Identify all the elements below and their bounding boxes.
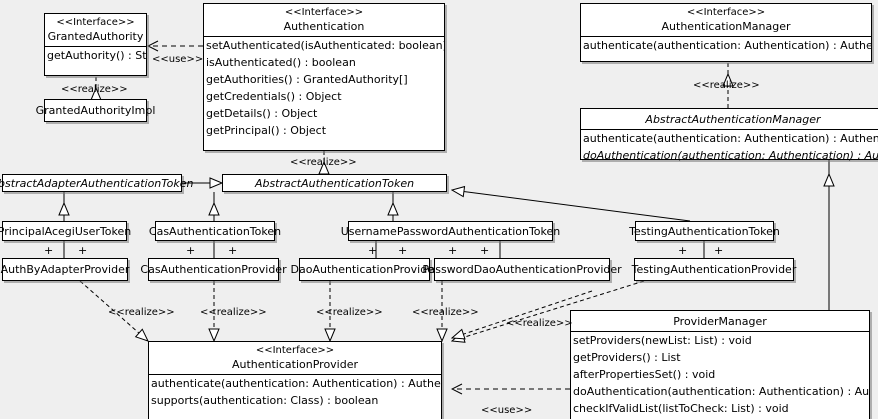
- association-plus-marker: +: [78, 244, 88, 257]
- class-name: AuthByAdapterProvider: [0, 263, 130, 276]
- operation-item: afterPropertiesSet() : void: [573, 368, 716, 381]
- class-box-abstract-adapter-authentication-token[interactable]: AbstractAdapterAuthenticationToken: [0, 174, 193, 192]
- association-plus-marker: +: [448, 244, 458, 257]
- edge-label-realize-grantedauthorityimpl: <<realize>>: [61, 84, 128, 95]
- compartment-divider: [204, 36, 444, 37]
- stereotype-label: <<Interface>>: [284, 7, 364, 18]
- edge-label-realize-testingauthenticationprovider: <<realize>>: [506, 318, 573, 329]
- edge-label-realize-abstractauthenticationmanager: <<realize>>: [693, 80, 760, 91]
- operations-compartment: getAuthority() : String: [45, 47, 146, 64]
- operation-item: setAuthenticated(isAuthenticated: boolea…: [206, 39, 444, 52]
- class-header: <<Interface>> AuthenticationProvider: [149, 342, 441, 374]
- stereotype-label: <<Interface>>: [56, 17, 135, 28]
- compartment-divider: [581, 129, 878, 130]
- class-box-abstract-authentication-manager[interactable]: AbstractAuthenticationManager authentica…: [580, 108, 878, 162]
- edge-label-realize-passworddaoauthenticationprovider: <<realize>>: [412, 307, 479, 318]
- operation-item: getPrincipal() : Object: [206, 124, 327, 137]
- operation-item: supports(authentication: Class) : boolea…: [151, 394, 379, 407]
- operations-compartment: authenticate(authentication: Authenticat…: [149, 375, 441, 409]
- class-name: TestingAuthenticationToken: [629, 224, 780, 238]
- edge-label-realize-abstracttoken-authentication: <<realize>>: [290, 157, 357, 168]
- class-box-authentication[interactable]: <<Interface>> Authentication setAuthenti…: [203, 3, 445, 151]
- class-name: CasAuthenticationToken: [148, 224, 282, 238]
- association-plus-marker: +: [368, 244, 378, 257]
- class-name: GrantedAuthorityImpl: [35, 104, 156, 117]
- operation-item: setProviders(newList: List) : void: [573, 334, 752, 347]
- association-plus-marker: +: [480, 244, 490, 257]
- class-box-authentication-manager[interactable]: <<Interface>> AuthenticationManager auth…: [580, 3, 872, 62]
- stereotype-label: <<Interface>>: [255, 345, 335, 356]
- operation-item: authenticate(authentication: Authenticat…: [583, 132, 878, 145]
- operation-item: doAuthentication(authentication: Authent…: [573, 385, 869, 398]
- association-plus-marker: +: [714, 244, 724, 257]
- association-plus-marker: +: [228, 244, 238, 257]
- operation-item: authenticate(authentication: Authenticat…: [151, 377, 441, 390]
- association-plus-marker: +: [44, 244, 54, 257]
- class-name: PasswordDaoAuthenticationProvider: [422, 263, 622, 276]
- class-name: AuthenticationManager: [661, 20, 791, 33]
- operations-compartment: authenticate(authentication: Authenticat…: [581, 37, 871, 54]
- class-name: DaoAuthenticationProvider: [290, 263, 439, 276]
- class-header: <<Interface>> AuthenticationManager: [581, 4, 871, 36]
- class-name: TestingAuthenticationProvider: [631, 263, 797, 276]
- compartment-divider: [149, 374, 441, 375]
- class-name: AbstractAuthenticationManager: [645, 113, 821, 126]
- class-name: GrantedAuthority: [47, 30, 144, 43]
- association-plus-marker: +: [678, 244, 688, 257]
- class-name: AbstractAuthenticationToken: [254, 176, 415, 190]
- class-header: <<Interface>> Authentication: [204, 4, 444, 36]
- operation-item: isAuthenticated() : boolean: [206, 56, 356, 69]
- association-plus-marker: +: [398, 244, 408, 257]
- class-name: CasAuthenticationProvider: [140, 263, 287, 276]
- class-name: AbstractAdapterAuthenticationToken: [0, 176, 194, 190]
- class-header: <<Interface>> GrantedAuthority: [45, 14, 146, 46]
- operation-item: getAuthority() : String: [47, 49, 146, 62]
- class-box-granted-authority-impl[interactable]: GrantedAuthorityImpl: [36, 99, 155, 122]
- operation-item: authenticate(authentication: Authenticat…: [583, 39, 871, 52]
- edge-label-realize-daoauthenticationprovider: <<realize>>: [316, 307, 383, 318]
- class-box-granted-authority[interactable]: <<Interface>> GrantedAuthority getAuthor…: [44, 13, 147, 76]
- class-box-cas-authentication-provider[interactable]: CasAuthenticationProvider: [140, 258, 287, 281]
- operations-compartment: setProviders(newList: List) : void getPr…: [571, 332, 869, 417]
- class-box-dao-authentication-provider[interactable]: DaoAuthenticationProvider: [291, 258, 439, 281]
- stereotype-label: <<Interface>>: [686, 7, 766, 18]
- operation-item: getProviders() : List: [573, 351, 681, 364]
- class-box-auth-by-adapter-provider[interactable]: AuthByAdapterProvider: [1, 258, 129, 281]
- class-header: ProviderManager: [571, 311, 869, 331]
- edge-label-realize-casauthenticationprovider: <<realize>>: [200, 307, 267, 318]
- operation-item: getCredentials() : Object: [206, 90, 342, 103]
- class-header: AbstractAuthenticationManager: [581, 109, 878, 129]
- edge-generalize-testingauthenticationtoken: [452, 190, 691, 222]
- class-box-abstract-authentication-token[interactable]: AbstractAuthenticationToken: [222, 174, 447, 192]
- class-box-username-password-authentication-token[interactable]: UsernamePasswordAuthenticationToken: [341, 221, 560, 241]
- operation-item: getDetails() : Object: [206, 107, 318, 120]
- operation-item: getAuthorities() : GrantedAuthority[]: [206, 73, 408, 86]
- class-box-password-dao-authentication-provider[interactable]: PasswordDaoAuthenticationProvider: [422, 258, 622, 281]
- compartment-divider: [571, 331, 869, 332]
- association-plus-marker: +: [186, 244, 196, 257]
- compartment-divider: [581, 36, 871, 37]
- compartment-divider: [45, 46, 146, 47]
- class-box-testing-authentication-token[interactable]: TestingAuthenticationToken: [629, 221, 780, 241]
- edge-label-use-authentication-grantedauthority: <<use>>: [152, 54, 204, 65]
- operation-item: checkIfValidList(listToCheck: List) : vo…: [573, 402, 789, 415]
- class-box-testing-authentication-provider[interactable]: TestingAuthenticationProvider: [632, 258, 796, 281]
- class-box-authentication-provider[interactable]: <<Interface>> AuthenticationProvider aut…: [148, 341, 442, 419]
- operation-item: doAuthentication(authentication: Authent…: [583, 149, 878, 162]
- class-box-cas-authentication-token[interactable]: CasAuthenticationToken: [149, 221, 281, 241]
- class-name: AuthenticationProvider: [231, 358, 359, 371]
- edge-label-realize-authbyadapterprovider: <<realize>>: [108, 307, 175, 318]
- class-name: Authentication: [283, 20, 365, 33]
- class-box-principal-acegi-user-token[interactable]: PrincipalAcegiUserToken: [0, 221, 131, 241]
- operations-compartment: authenticate(authentication: Authenticat…: [581, 130, 878, 164]
- class-box-provider-manager[interactable]: ProviderManager setProviders(newList: Li…: [570, 310, 870, 419]
- edge-label-use-providermanager-authenticationprovider: <<use>>: [481, 405, 533, 416]
- class-name: UsernamePasswordAuthenticationToken: [340, 224, 561, 238]
- class-name: PrincipalAcegiUserToken: [0, 224, 132, 238]
- operations-compartment: setAuthenticated(isAuthenticated: boolea…: [204, 37, 444, 139]
- class-name: ProviderManager: [673, 315, 767, 328]
